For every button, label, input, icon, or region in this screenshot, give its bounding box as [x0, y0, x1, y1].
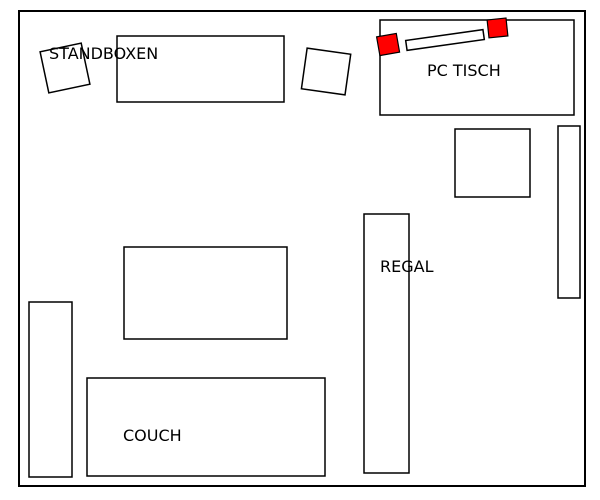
- couch-label: COUCH: [123, 426, 182, 445]
- shelf: [363, 213, 410, 474]
- wall-cabinet-left: [28, 301, 73, 478]
- standing-speaker-left: [39, 42, 91, 94]
- desk-speaker-right: [486, 17, 509, 39]
- pc-desk-label: PC TISCH: [427, 61, 501, 80]
- desk-speaker-left: [375, 32, 401, 57]
- speakers-label: STANDBOXEN: [49, 44, 158, 63]
- wall-cabinet-right: [557, 125, 581, 299]
- standing-speaker-right: [300, 47, 352, 96]
- side-cabinet: [454, 128, 531, 198]
- sideboard: [116, 35, 285, 103]
- coffee-table: [123, 246, 288, 340]
- shelf-label: REGAL: [380, 257, 434, 276]
- keyboard: [404, 28, 486, 52]
- couch: [86, 377, 326, 477]
